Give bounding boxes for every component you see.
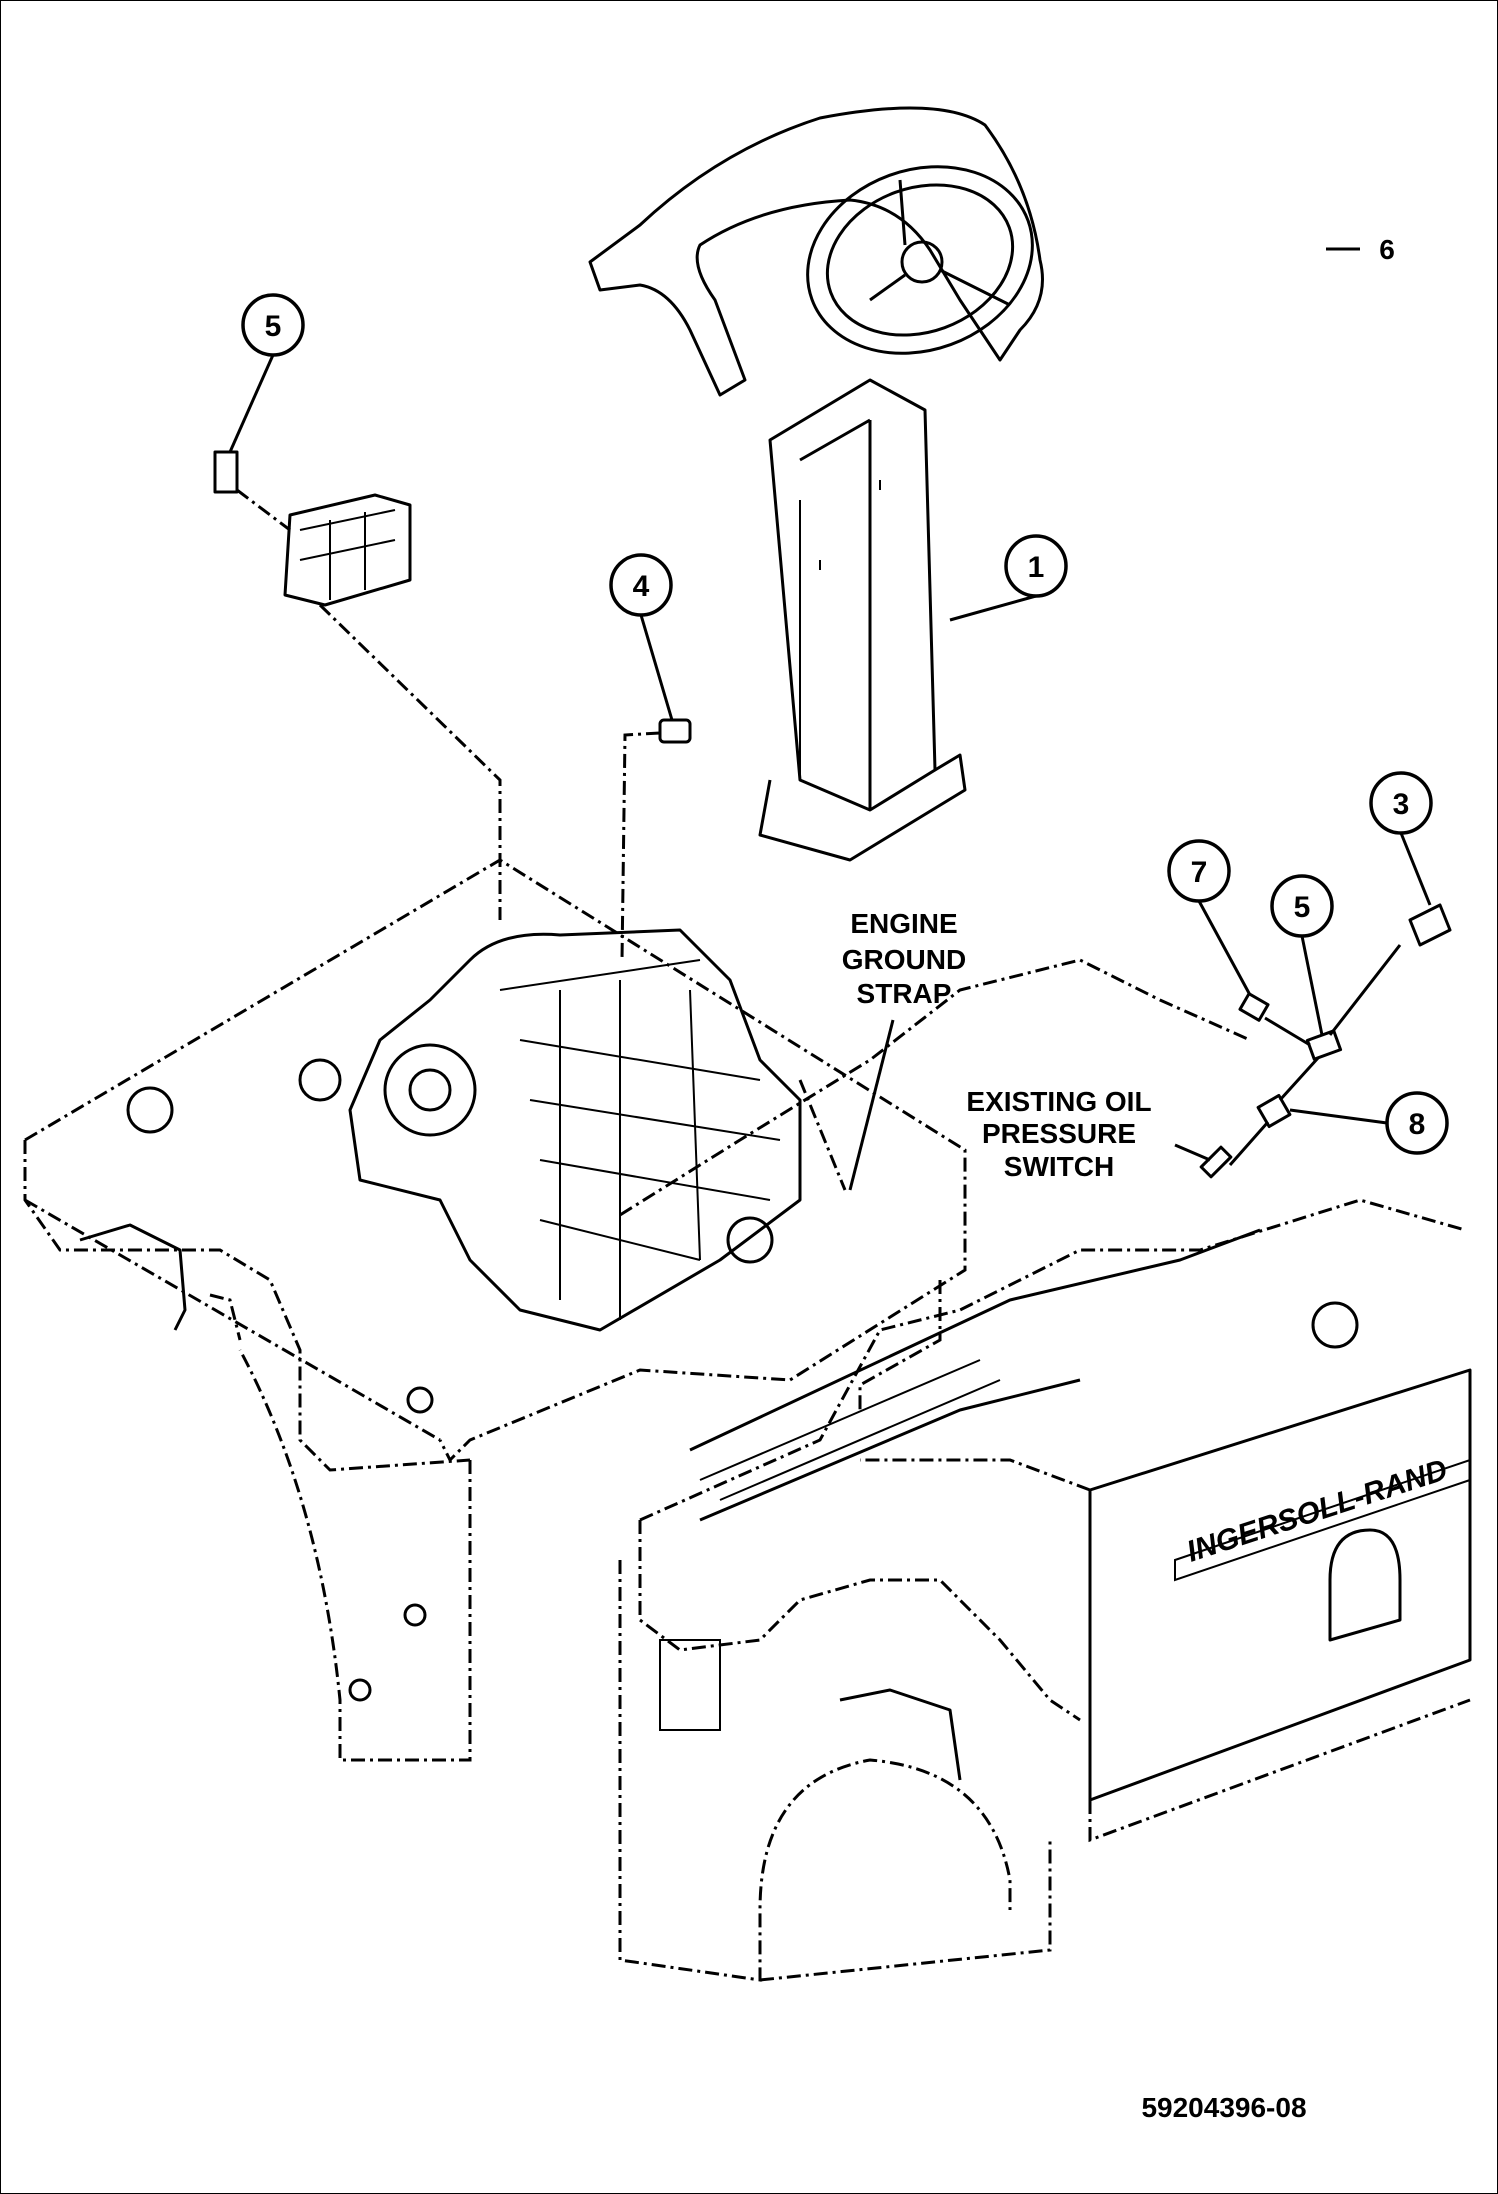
svg-text:3: 3 — [1393, 788, 1410, 821]
relay-panel — [213, 354, 502, 920]
svg-text:8: 8 — [1409, 1108, 1426, 1141]
frame-lettering: INGERSOLL-RAND — [1183, 1453, 1452, 1568]
reference-item-6: 6 — [1379, 234, 1395, 265]
engine-ground-strap-label: ENGINE GROUND STRAP — [842, 908, 966, 1009]
engine-frame — [23, 858, 967, 1762]
sensor-item-4 — [620, 614, 692, 961]
svg-text:5: 5 — [265, 310, 282, 343]
svg-text:PRESSURE: PRESSURE — [982, 1118, 1136, 1149]
svg-text:ENGINE: ENGINE — [850, 908, 957, 939]
callout-5-top: 5 — [241, 293, 305, 357]
engine — [348, 928, 802, 1332]
svg-text:STRAP: STRAP — [857, 978, 952, 1009]
oil-pressure-harness — [619, 903, 1452, 1217]
oil-pressure-switch-label: EXISTING OIL PRESSURE SWITCH — [966, 1086, 1151, 1182]
leader-lines — [848, 247, 1432, 1191]
callout-3: 3 — [1369, 771, 1433, 835]
svg-text:EXISTING OIL: EXISTING OIL — [966, 1086, 1151, 1117]
steering-column — [588, 106, 1044, 862]
callout-4: 4 — [609, 553, 673, 617]
rear-frame: INGERSOLL-RAND — [618, 1198, 1472, 1982]
svg-text:4: 4 — [633, 570, 650, 603]
callout-5-right: 5 — [1270, 874, 1334, 938]
callout-1: 1 — [1004, 534, 1068, 598]
svg-text:7: 7 — [1191, 856, 1208, 889]
callout-7: 7 — [1167, 839, 1231, 903]
callout-8: 8 — [1385, 1091, 1449, 1155]
svg-text:SWITCH: SWITCH — [1004, 1151, 1114, 1182]
svg-text:1: 1 — [1028, 551, 1045, 584]
svg-text:GROUND: GROUND — [842, 944, 966, 975]
svg-text:5: 5 — [1294, 891, 1311, 924]
drawing-number: 59204396-08 — [1141, 2092, 1306, 2123]
